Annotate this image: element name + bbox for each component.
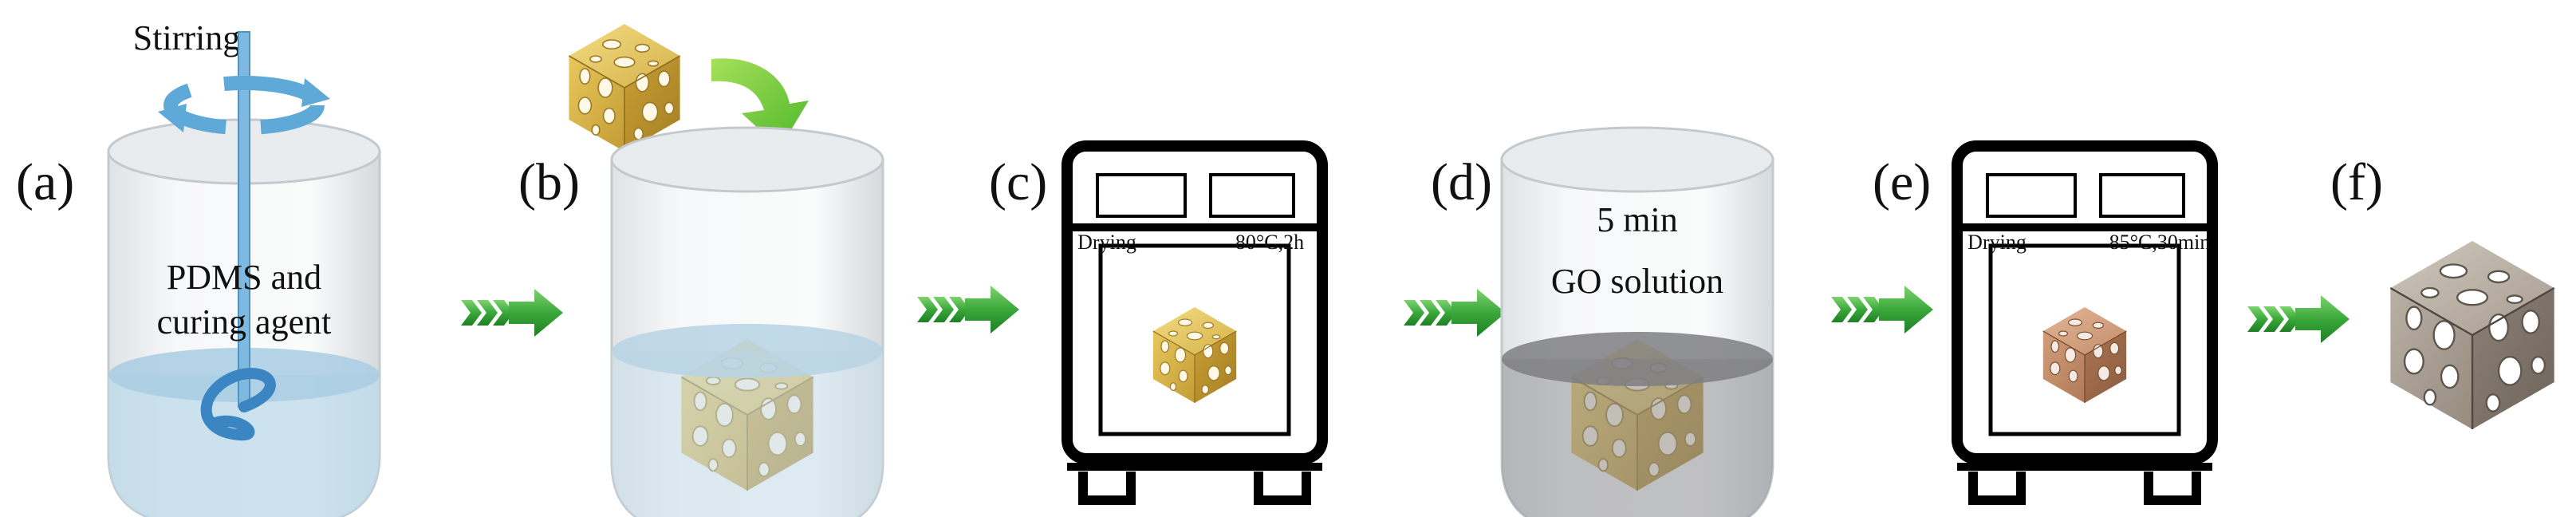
step-arrow-icon [461,289,563,337]
step-arrow-icon [2247,295,2350,343]
oven-condition-label-e: 85°C,30min [2109,231,2211,254]
immersion-time-label: 5 min [1597,200,1677,239]
curved-arrow-icon [711,58,809,148]
go-solution-label: GO solution [1551,262,1723,301]
step-arrow-icon [1831,286,1933,333]
panel-label-e: (e) [1873,153,1931,211]
oven-icon [1957,146,2212,500]
oven-icon [1067,146,1322,500]
stirring-rod-icon [200,31,276,441]
beaker-d [1500,126,1774,517]
panel-label-b: (b) [518,153,580,211]
porous-cube-icon [568,23,681,152]
step-arrow-icon [1404,289,1506,337]
panel-label-a: (a) [16,153,74,211]
porous-cube-icon [2389,239,2555,431]
beaker-b [610,126,884,517]
liquid-label-line2: curing agent [157,302,332,341]
stirring-label: Stirring [133,18,240,57]
panel-label-d: (d) [1431,153,1492,211]
panel-label-c: (c) [989,153,1047,211]
oven-condition-label-c: 80°C,2h [1235,231,1304,254]
liquid-label-line1: PDMS and [167,258,321,297]
oven-drying-label-e: Drying [1967,231,2027,254]
step-arrow-icon [917,286,1019,333]
panel-label-f: (f) [2330,153,2383,211]
oven-drying-label-c: Drying [1077,231,1136,254]
rotation-arrow-icon [158,76,330,135]
